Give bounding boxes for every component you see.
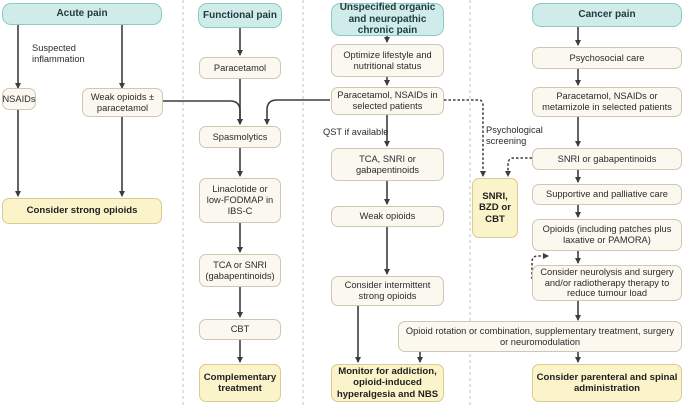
functional-pain-header: Functional pain bbox=[198, 3, 282, 28]
dashed-arrow-screening-to-snri-bzd bbox=[444, 99, 486, 177]
cbt-box: CBT bbox=[199, 319, 281, 340]
acute-nsaids-box: NSAIDs bbox=[2, 88, 36, 110]
psychosocial-box: Psychosocial care bbox=[532, 47, 682, 69]
dashed-arrow-snri-gaba-to-snri-bzd bbox=[505, 157, 532, 177]
acute-weak-opioids-box: Weak opioids ± paracetamol bbox=[82, 88, 163, 117]
acute-pain-header: Acute pain bbox=[2, 3, 162, 25]
intermittent-opioids-box: Consider intermittent strong opioids bbox=[331, 276, 444, 306]
suspected-inflammation-label: Suspected inflammation bbox=[32, 43, 85, 65]
chronic-pain-header: Unspecified organic and neuropathic chro… bbox=[331, 2, 444, 36]
arrow-chronic-paracetamol-to-spasmolytics bbox=[264, 99, 330, 125]
opioid-rotation-box: Opioid rotation or combination, suppleme… bbox=[398, 321, 682, 352]
qst-label: QST if available bbox=[323, 127, 389, 137]
snri-bzd-cbt-box: SNRI, BZD or CBT bbox=[472, 178, 518, 238]
chronic-paracetamol-nsaids-box: Paracetamol, NSAIDs in selected patients bbox=[331, 87, 444, 115]
opioids-patches-box: Opioids (including patches plus laxative… bbox=[532, 219, 682, 251]
functional-outcome-box: Complementary treatment bbox=[199, 364, 281, 402]
cancer-paracetamol-box: Paracetamol, NSAIDs or metamizole in sel… bbox=[532, 87, 682, 117]
cancer-outcome-box: Consider parenteral and spinal administr… bbox=[532, 364, 682, 402]
arrow-weak-opioids-to-spasmolytics bbox=[163, 100, 243, 125]
psychological-screening-label: Psychological screening bbox=[486, 125, 543, 147]
chronic-weak-opioids-box: Weak opioids bbox=[331, 206, 444, 227]
supportive-care-box: Supportive and palliative care bbox=[532, 184, 682, 205]
linaclotide-box: Linaclotide or low-FODMAP in IBS-C bbox=[199, 178, 281, 223]
acute-outcome-box: Consider strong opioids bbox=[2, 198, 162, 224]
lifestyle-box: Optimize lifestyle and nutritional statu… bbox=[331, 44, 444, 77]
chronic-tca-snri-box: TCA, SNRI or gabapentinoids bbox=[331, 148, 444, 181]
snri-gabapentinoids-box: SNRI or gabapentinoids bbox=[532, 148, 682, 170]
functional-paracetamol-box: Paracetamol bbox=[199, 57, 281, 79]
spasmolytics-box: Spasmolytics bbox=[199, 126, 281, 148]
neurolysis-box: Consider neurolysis and surgery and/or r… bbox=[532, 265, 682, 301]
functional-tca-snri-box: TCA or SNRI (gabapentinoids) bbox=[199, 254, 281, 287]
chronic-outcome-box: Monitor for addiction, opioid-induced hy… bbox=[331, 364, 444, 402]
cancer-pain-header: Cancer pain bbox=[532, 3, 682, 27]
column-dividers bbox=[182, 0, 471, 407]
